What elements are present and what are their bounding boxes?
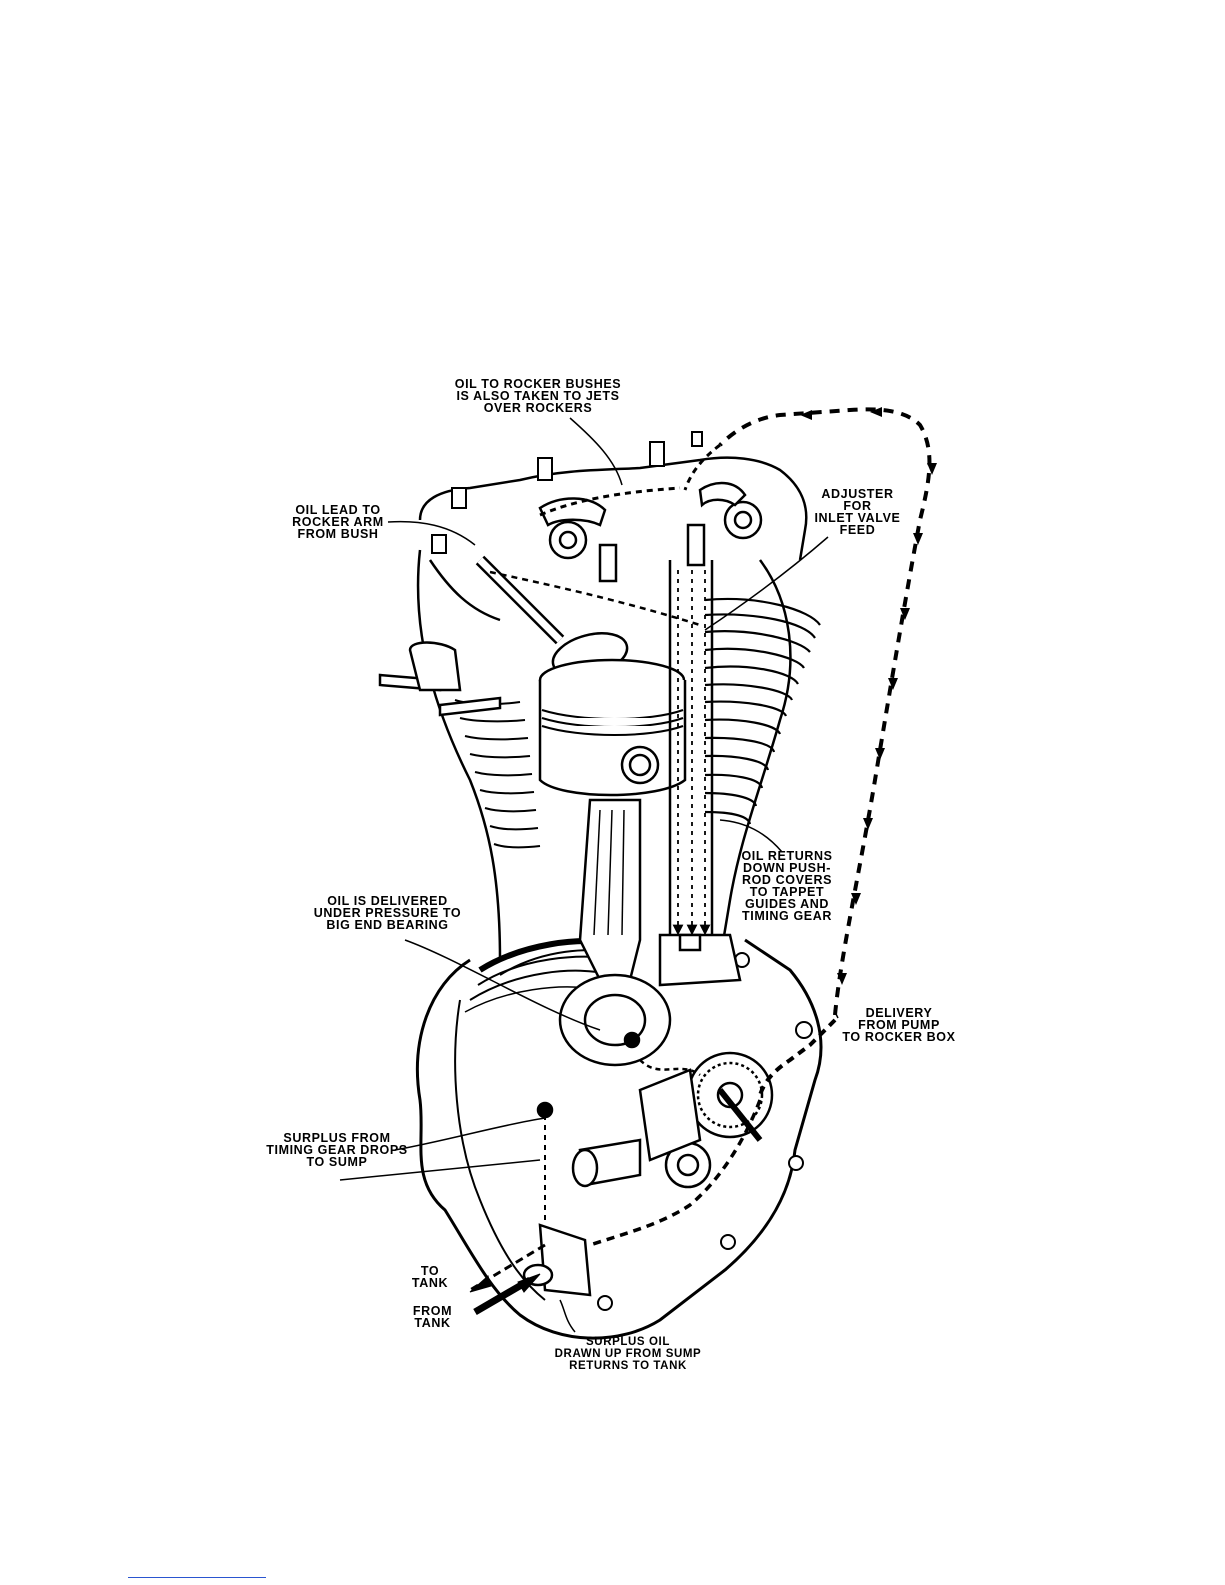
label-line: TIMING GEAR DROPS [266, 1143, 408, 1157]
label-line: BIG END BEARING [326, 918, 449, 932]
label-to-tank: TO TANK [405, 1264, 455, 1290]
label-line: TANK [411, 1276, 449, 1290]
label-line: DOWN PUSH- [743, 861, 831, 875]
label-line: TO ROCKER BOX [842, 1030, 956, 1044]
cylinder-fins-left [454, 699, 541, 849]
label-line: SURPLUS FROM [283, 1131, 391, 1145]
head-studs [431, 431, 703, 554]
timing-gears [571, 1051, 774, 1189]
label-line: DELIVERY [865, 1006, 933, 1020]
label-line: ADJUSTER [821, 487, 894, 501]
connecting-rod [558, 798, 672, 1067]
crankcase-bolts [597, 952, 813, 1311]
oil-return-pushrod [672, 570, 711, 936]
label-line: FOR [843, 499, 872, 513]
label-line: ROCKER ARM [292, 515, 384, 529]
delivery-arrows [800, 407, 937, 985]
exhaust-studs [378, 641, 502, 717]
label-line: UNDER PRESSURE TO [313, 906, 462, 920]
label-line: TO SUMP [306, 1155, 368, 1169]
cylinder-barrel [416, 549, 792, 961]
label-surplus-timing: SURPLUS FROM TIMING GEAR DROPS TO SUMP [262, 1131, 412, 1169]
cylinder-head [418, 456, 808, 622]
cylinder-fins-right [704, 597, 821, 825]
label-delivery: DELIVERY FROM PUMP TO ROCKER BOX [834, 1006, 964, 1044]
label-line: TIMING GEAR [742, 909, 832, 923]
label-line: FROM [412, 1304, 453, 1318]
label-line: OIL RETURNS [741, 849, 833, 863]
piston [538, 658, 687, 797]
label-line: OIL LEAD TO [295, 503, 381, 517]
label-line: FEED [839, 523, 876, 537]
pushrod-tube [658, 560, 742, 987]
label-line: SURPLUS OIL [586, 1336, 670, 1348]
tank-arrows [469, 1243, 546, 1316]
label-line: TANK [414, 1316, 451, 1330]
label-rocker-bushes: OIL TO ROCKER BUSHES IS ALSO TAKEN TO JE… [433, 377, 643, 415]
oil-delivery-path [489, 407, 932, 1247]
label-from-tank: FROM TANK [405, 1304, 460, 1330]
label-surplus-sump: SURPLUS OIL DRAWN UP FROM SUMP RETURNS T… [548, 1336, 708, 1372]
label-oil-lead: OIL LEAD TO ROCKER ARM FROM BUSH [278, 503, 398, 541]
label-adjuster: ADJUSTER FOR INLET VALVE FEED [800, 487, 915, 537]
label-line: INLET VALVE [814, 511, 901, 525]
label-line: OIL TO ROCKER BUSHES [454, 377, 622, 391]
label-line: TO [420, 1264, 440, 1278]
label-line: TO TAPPET [749, 885, 825, 899]
label-line: IS ALSO TAKEN TO JETS [456, 389, 620, 403]
oil-union [522, 1101, 592, 1297]
label-big-end: OIL IS DELIVERED UNDER PRESSURE TO BIG E… [300, 894, 475, 932]
label-line: FROM PUMP [858, 1018, 940, 1032]
leader-lines [339, 417, 839, 1333]
label-line: ROD COVERS [741, 873, 833, 887]
label-line: OIL IS DELIVERED [327, 894, 448, 908]
label-line: FROM BUSH [297, 527, 379, 541]
label-line: GUIDES AND [744, 897, 829, 911]
label-line: DRAWN UP FROM SUMP [554, 1348, 702, 1360]
label-line: OVER ROCKERS [483, 401, 593, 415]
label-line: RETURNS TO TANK [569, 1360, 687, 1372]
footer-rule [128, 1577, 266, 1578]
label-oil-returns: OIL RETURNS DOWN PUSH- ROD COVERS TO TAP… [722, 849, 852, 923]
rocker-arms [538, 481, 763, 583]
